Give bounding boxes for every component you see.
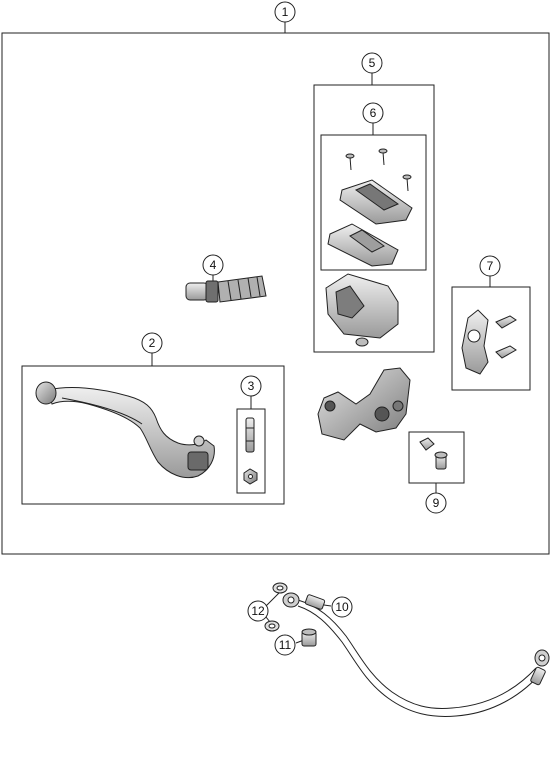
banjo-bolt: [301, 628, 317, 647]
callout-11: 11: [274, 634, 296, 656]
callout-4-label: 4: [210, 258, 217, 272]
callout-6-label: 6: [370, 106, 377, 120]
callout-5: 5: [361, 52, 383, 74]
lever-group-frame: [21, 365, 285, 505]
leader-12a: [265, 592, 280, 607]
clutch-hose: [282, 592, 550, 717]
callout-11-label: 11: [279, 638, 292, 652]
callout-12: 12: [247, 600, 269, 622]
callout-10: 10: [331, 596, 353, 618]
callout-6: 6: [362, 102, 384, 124]
callout-1: 1: [274, 1, 296, 23]
callout-10-label: 10: [335, 600, 349, 614]
washers: [264, 582, 288, 632]
callout-7-label: 7: [487, 259, 494, 273]
callout-5-label: 5: [369, 56, 376, 70]
reservoir-body: [325, 273, 399, 347]
callout-3: 3: [240, 375, 262, 397]
master-cylinder-housing: [317, 367, 411, 441]
clutch-lever: [35, 381, 215, 479]
clamp-kit-frame: [451, 286, 531, 391]
assembly-frame: [1, 32, 550, 555]
callout-1-label: 1: [282, 5, 289, 19]
bleed-kit: [419, 437, 448, 470]
callout-2-label: 2: [149, 336, 156, 350]
callout-4: 4: [202, 254, 224, 276]
clamp-kit: [461, 309, 517, 375]
callout-7: 7: [479, 255, 501, 277]
reservoir-group-frame: [313, 84, 435, 353]
pin-kit: [243, 417, 258, 485]
callout-9: 9: [425, 492, 447, 514]
callout-9-label: 9: [433, 496, 440, 510]
callout-3-label: 3: [248, 379, 255, 393]
cover-kit: [327, 148, 413, 267]
piston: [185, 275, 267, 303]
callout-2: 2: [141, 332, 163, 354]
callout-12-label: 12: [251, 604, 265, 618]
